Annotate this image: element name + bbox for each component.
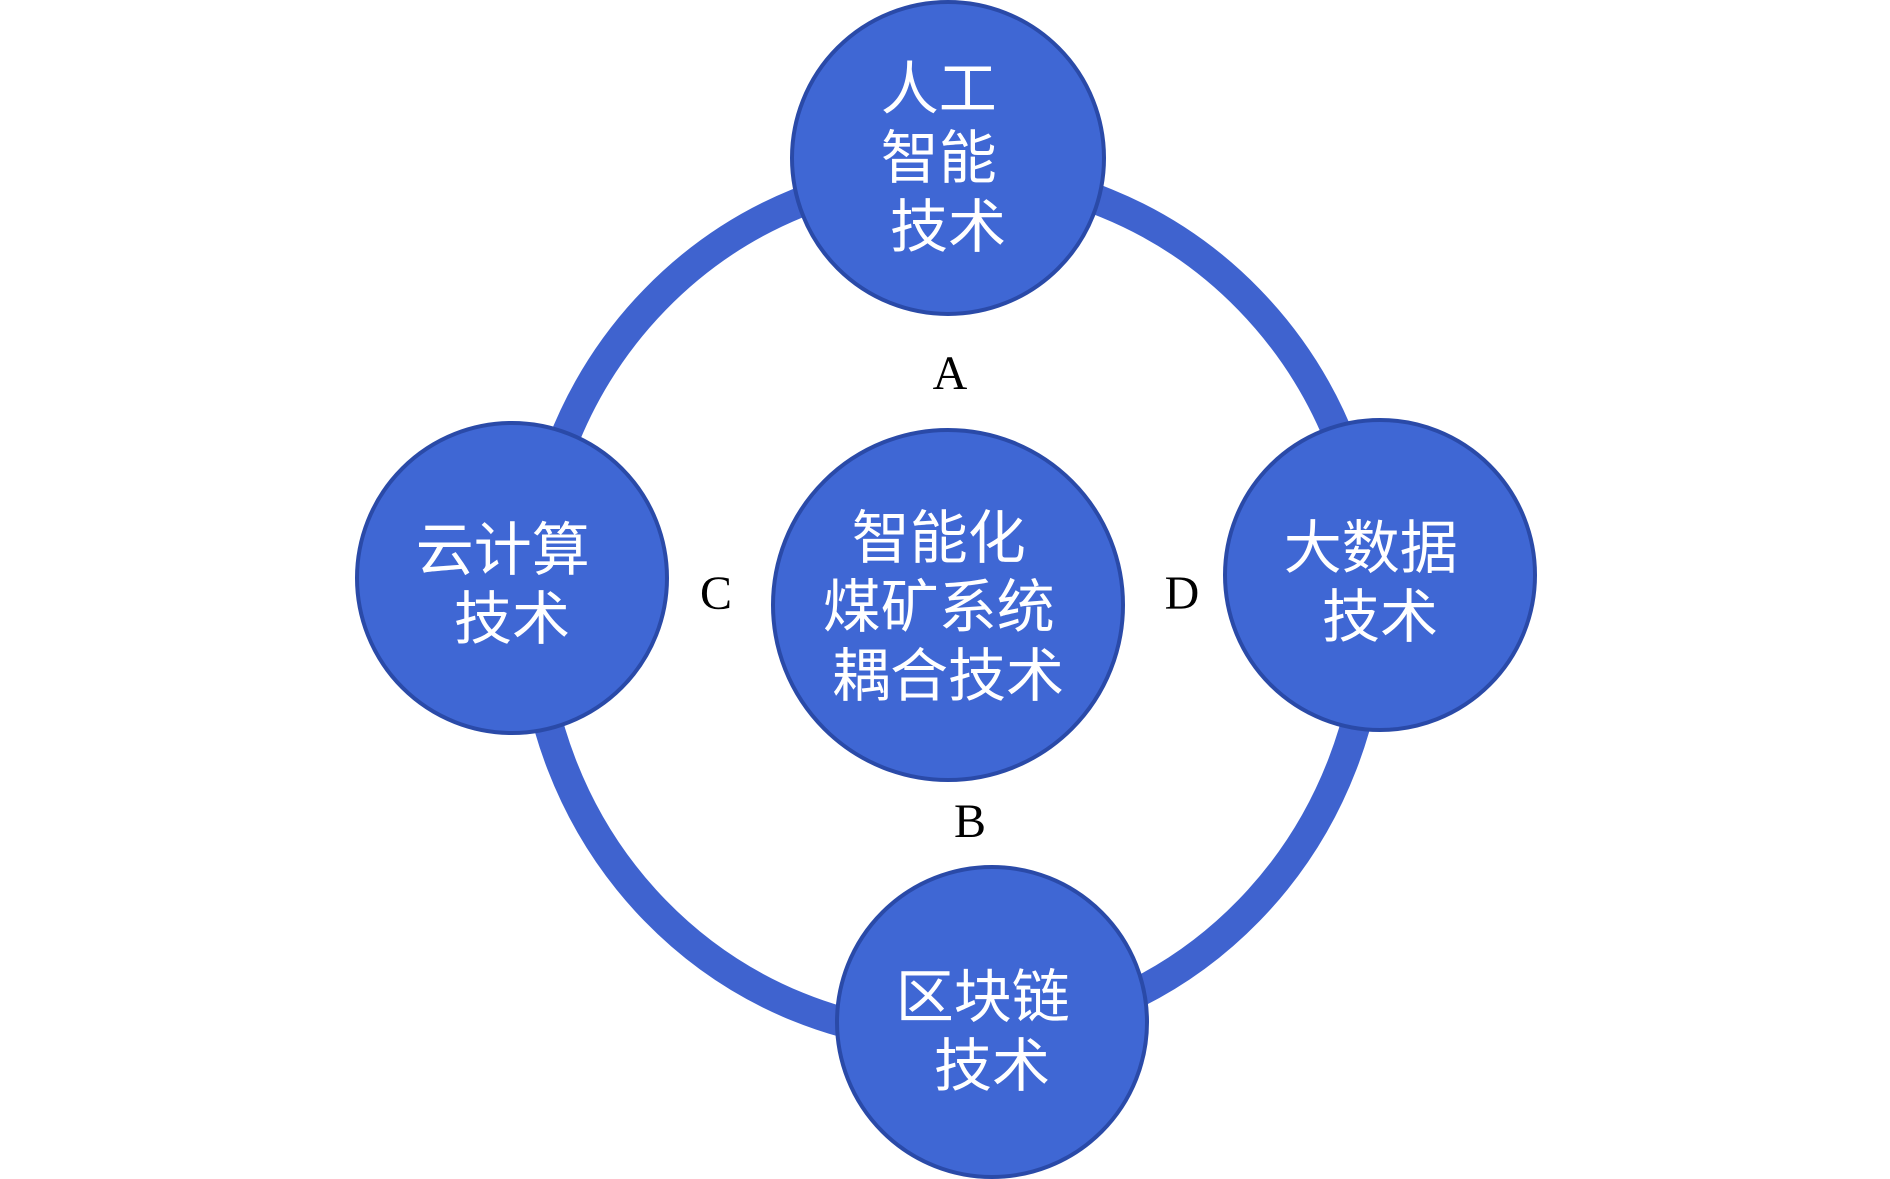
center-node-line-3: 耦合技术 bbox=[832, 642, 1064, 710]
node-cloud: 云计算 技术 bbox=[355, 421, 669, 735]
node-blockchain-label: 区块链 技术 bbox=[896, 963, 1088, 1100]
node-ai: 人工 智能 技术 bbox=[790, 0, 1106, 316]
node-ai-line-1: 人工 bbox=[881, 55, 997, 123]
label-d: D bbox=[1165, 567, 1200, 620]
node-ai-line-2: 智能 bbox=[881, 124, 997, 192]
node-ai-label: 人工 智能 技术 bbox=[881, 55, 1015, 261]
node-blockchain-circle bbox=[835, 865, 1149, 1179]
label-b: B bbox=[954, 795, 986, 848]
node-big-data-label: 大数据 技术 bbox=[1284, 514, 1476, 651]
node-blockchain-line-1: 区块链 bbox=[896, 963, 1070, 1031]
center-node-label: 智能化 煤矿系统 耦合技术 bbox=[823, 504, 1073, 710]
center-node: 智能化 煤矿系统 耦合技术 bbox=[771, 428, 1125, 782]
node-cloud-label: 云计算 技术 bbox=[416, 516, 608, 653]
node-big-data-circle bbox=[1223, 418, 1537, 732]
node-big-data-line-2: 技术 bbox=[1322, 583, 1438, 651]
node-blockchain: 区块链 技术 bbox=[835, 865, 1149, 1179]
center-node-line-1: 智能化 bbox=[852, 504, 1026, 572]
node-big-data-line-1: 大数据 bbox=[1284, 514, 1458, 582]
label-a: A bbox=[933, 347, 968, 400]
node-blockchain-line-2: 技术 bbox=[934, 1032, 1050, 1100]
node-cloud-line-2: 技术 bbox=[454, 585, 570, 653]
node-cloud-circle bbox=[355, 421, 669, 735]
node-big-data: 大数据 技术 bbox=[1223, 418, 1537, 732]
center-node-circle bbox=[771, 428, 1125, 782]
label-c: C bbox=[700, 567, 732, 620]
node-cloud-line-1: 云计算 bbox=[416, 516, 590, 584]
node-ai-circle bbox=[790, 0, 1106, 316]
node-ai-line-3: 技术 bbox=[890, 193, 1006, 261]
center-node-line-2: 煤矿系统 bbox=[823, 573, 1055, 641]
